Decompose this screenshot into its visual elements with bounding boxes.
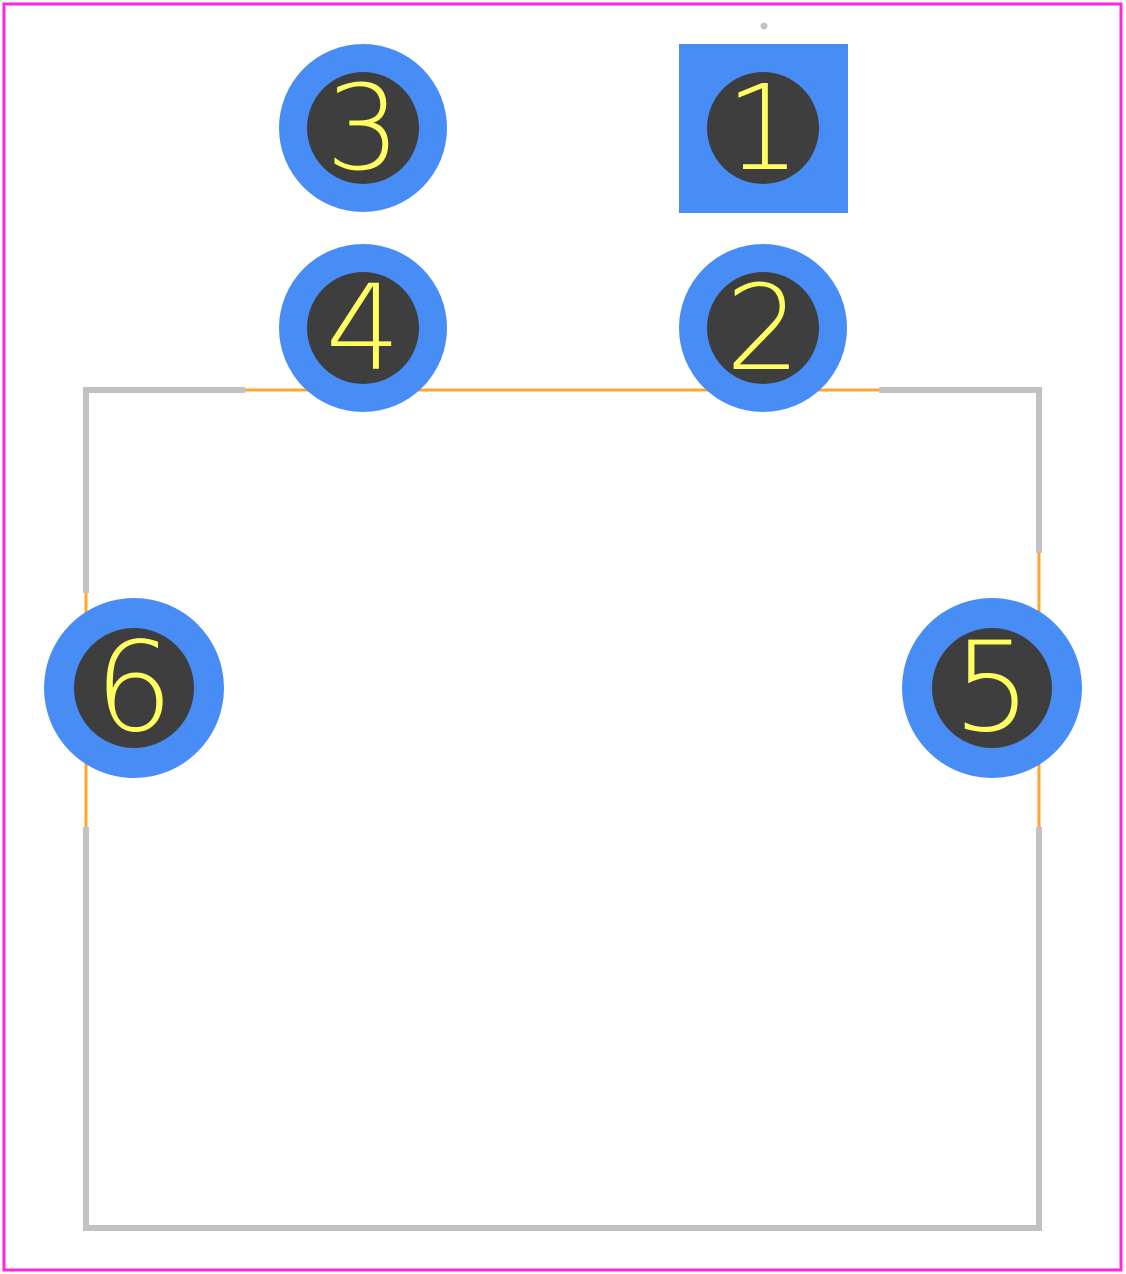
pad-2-drill-hole bbox=[707, 272, 819, 384]
pad-5-drill-hole bbox=[932, 628, 1052, 748]
pad-5[interactable]: 5 bbox=[902, 598, 1082, 778]
pad-3-label: 3 bbox=[325, 59, 400, 197]
pad-4-label: 4 bbox=[325, 259, 400, 397]
pads-group: 1 2 3 4 5 6 bbox=[44, 44, 1082, 778]
pad-4-drill-hole bbox=[307, 272, 419, 384]
pad-6-label: 6 bbox=[95, 616, 174, 760]
pad-2-label: 2 bbox=[725, 259, 800, 397]
pad-3[interactable]: 3 bbox=[279, 44, 447, 212]
pad-1-drill-hole bbox=[707, 72, 819, 184]
silkscreen-top-left bbox=[83, 387, 245, 593]
pad-6-drill-hole bbox=[74, 628, 194, 748]
pad-6[interactable]: 6 bbox=[44, 598, 224, 778]
silkscreen-outline bbox=[83, 387, 1042, 1231]
pad-1-label: 1 bbox=[725, 59, 800, 197]
pin1-marker-dot bbox=[760, 22, 768, 30]
pad-2[interactable]: 2 bbox=[679, 244, 847, 412]
pad-1[interactable]: 1 bbox=[679, 44, 848, 213]
assembly-outline bbox=[84, 388, 1041, 830]
pad-4[interactable]: 4 bbox=[279, 244, 447, 412]
pad-3-drill-hole bbox=[307, 72, 419, 184]
silkscreen-top-right bbox=[879, 387, 1042, 553]
silkscreen-bottom bbox=[83, 827, 1042, 1231]
pad-5-label: 5 bbox=[953, 616, 1032, 760]
